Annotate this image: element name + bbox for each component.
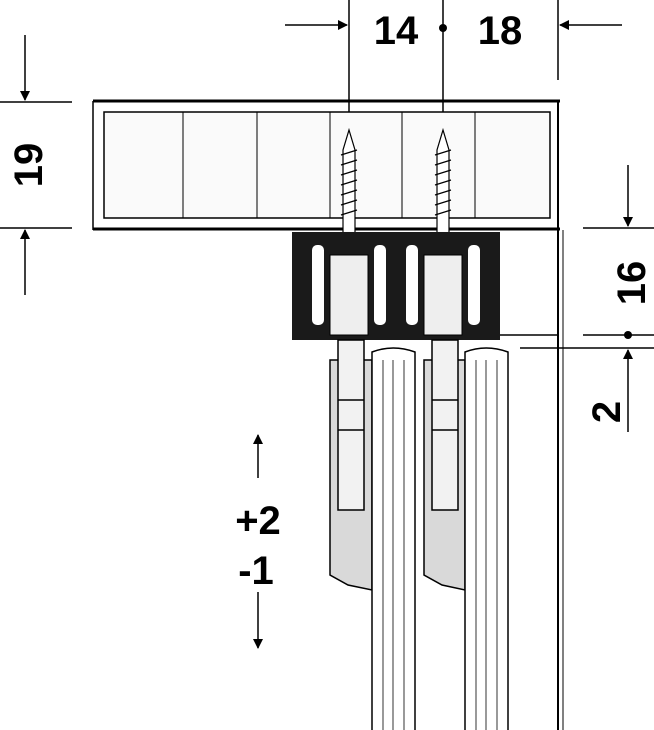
door-right <box>464 347 509 730</box>
left-dimension <box>0 35 72 295</box>
dimension-2: 2 <box>585 401 629 423</box>
hanger-left <box>329 339 373 591</box>
dimension-18: 18 <box>478 9 523 53</box>
dimension-16: 16 <box>610 261 654 306</box>
dimension-dot <box>439 24 447 32</box>
ceiling-panel <box>92 99 564 730</box>
adjust-plus-2: +2 <box>235 499 281 543</box>
dimension-19: 19 <box>7 143 51 188</box>
dimension-dot <box>624 331 632 339</box>
dimension-14: 14 <box>374 9 419 53</box>
screw-left <box>340 127 358 241</box>
right-dimension <box>520 165 654 432</box>
hanger-right <box>423 339 466 591</box>
top-dimension <box>285 0 622 130</box>
adjust-minus-1: -1 <box>238 549 274 593</box>
double-track <box>292 232 558 340</box>
door-left <box>371 347 416 730</box>
